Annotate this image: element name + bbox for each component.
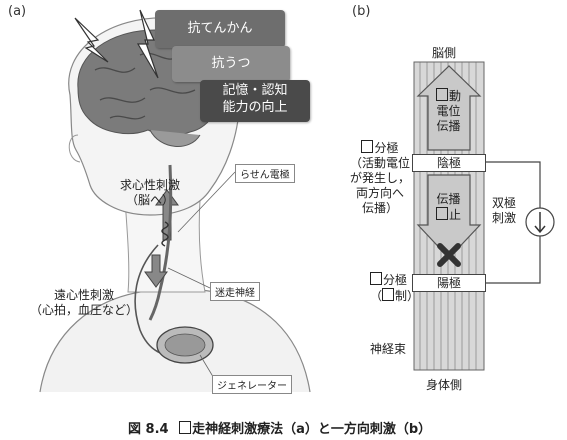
head-illustration: [39, 9, 311, 393]
afferent-arrow: [155, 189, 179, 241]
effect-antidepressant-box: 抗うつ: [172, 46, 290, 82]
body-side-label: 身体側: [426, 378, 463, 392]
afferent-label-1: 求心性刺激: [120, 178, 181, 192]
vagus-nerve-line: [148, 164, 173, 321]
caption-prefix: 図 8.4: [128, 422, 169, 437]
nerve-bundle-label: 神経束: [370, 342, 407, 356]
missing-glyph-icon: [436, 88, 448, 101]
top-arrow-text-2: 電位: [436, 104, 461, 118]
bipolar-text-1: 双極: [492, 196, 517, 210]
missing-glyph-icon: [361, 140, 374, 153]
hyperpolarization-text-1: 分極: [383, 273, 408, 287]
spiral-electrode-callout: らせん電極: [235, 164, 295, 183]
depolarization-text-1: 分極: [374, 141, 399, 155]
block-x-icon: [437, 243, 461, 267]
effect-antiepileptic-box: 抗てんかん: [155, 10, 285, 48]
generator-callout: ジェネレーター: [212, 375, 292, 394]
hyperpolarization-text-3: 制）: [395, 289, 420, 303]
bipolar-text: 双極 刺激: [492, 196, 516, 226]
depolarization-text-2: （活動電位: [349, 156, 410, 170]
missing-glyph-icon: [382, 288, 395, 301]
depolarization-text-4: 両方向へ: [355, 186, 404, 200]
hyperpolarization-text: 分極 （ 制）: [370, 272, 419, 304]
anode-electrode: 陽極: [412, 274, 486, 292]
block-arrow-text-1: 伝播: [436, 192, 461, 206]
efferent-label-1: 遠心性刺激: [54, 288, 115, 302]
missing-glyph-icon: [370, 272, 382, 285]
effect-antidepressant-label: 抗うつ: [211, 56, 251, 71]
nerve-bundle-diagram: [413, 61, 555, 371]
efferent-arrow: [144, 254, 168, 288]
top-arrow-text-1: 動: [449, 89, 462, 103]
anode-label: 陽極: [436, 276, 461, 290]
cathode-electrode: 陰極: [412, 154, 486, 172]
panel-b-label: (b): [352, 4, 371, 19]
cerebellum-shape: [149, 129, 201, 147]
missing-glyph-icon: [179, 421, 192, 434]
block-arrow-text: 伝播 止: [436, 192, 461, 223]
figure-caption: 図 8.4 走神経刺激療法（a）と一方向刺激（b）: [128, 418, 431, 437]
ear-outline: [68, 134, 81, 163]
vagus-nerve-callout: 迷走神経: [210, 282, 260, 301]
blocked-down-arrow: [416, 174, 482, 259]
top-arrow-text: 動 電位 伝播: [436, 88, 461, 134]
efferent-label: 遠心性刺激 （心拍，血圧など）: [30, 288, 138, 318]
panel-a-label: (a): [8, 4, 27, 19]
cathode-label: 陰極: [436, 156, 461, 170]
lightning-bolt-icon: [74, 17, 109, 63]
effect-cognition-box: 記憶・認知 能力の向上: [200, 80, 310, 122]
electrode-coil: [161, 221, 169, 247]
brain-side-label: 脳側: [432, 46, 457, 60]
depolarization-text: 分極 （活動電位 が発生し， 両方向へ 伝播）: [344, 140, 416, 216]
afferent-label-2: （脳へ）: [126, 193, 175, 207]
effect-cognition-label-1: 記憶・認知: [222, 83, 288, 98]
efferent-label-2: （心拍，血圧など）: [30, 303, 139, 317]
bipolar-text-2: 刺激: [492, 211, 517, 225]
effect-antiepileptic-label: 抗てんかん: [187, 21, 253, 36]
top-arrow-text-3: 伝播: [436, 119, 461, 133]
afferent-label: 求心性刺激 （脳へ）: [120, 178, 180, 208]
missing-glyph-icon: [436, 207, 448, 220]
hyperpolarization-text-2: （: [370, 289, 383, 303]
effect-cognition-label-2: 能力の向上: [222, 100, 288, 115]
block-arrow-text-2: 止: [449, 208, 462, 222]
depolarization-text-3: が発生し，: [349, 171, 410, 185]
depolarization-text-5: 伝播）: [361, 201, 398, 215]
lightning-bolt-icon: [136, 9, 159, 79]
caption-text: 走神経刺激療法（a）と一方向刺激（b）: [192, 422, 432, 437]
propagation-up-arrow: [416, 65, 482, 151]
